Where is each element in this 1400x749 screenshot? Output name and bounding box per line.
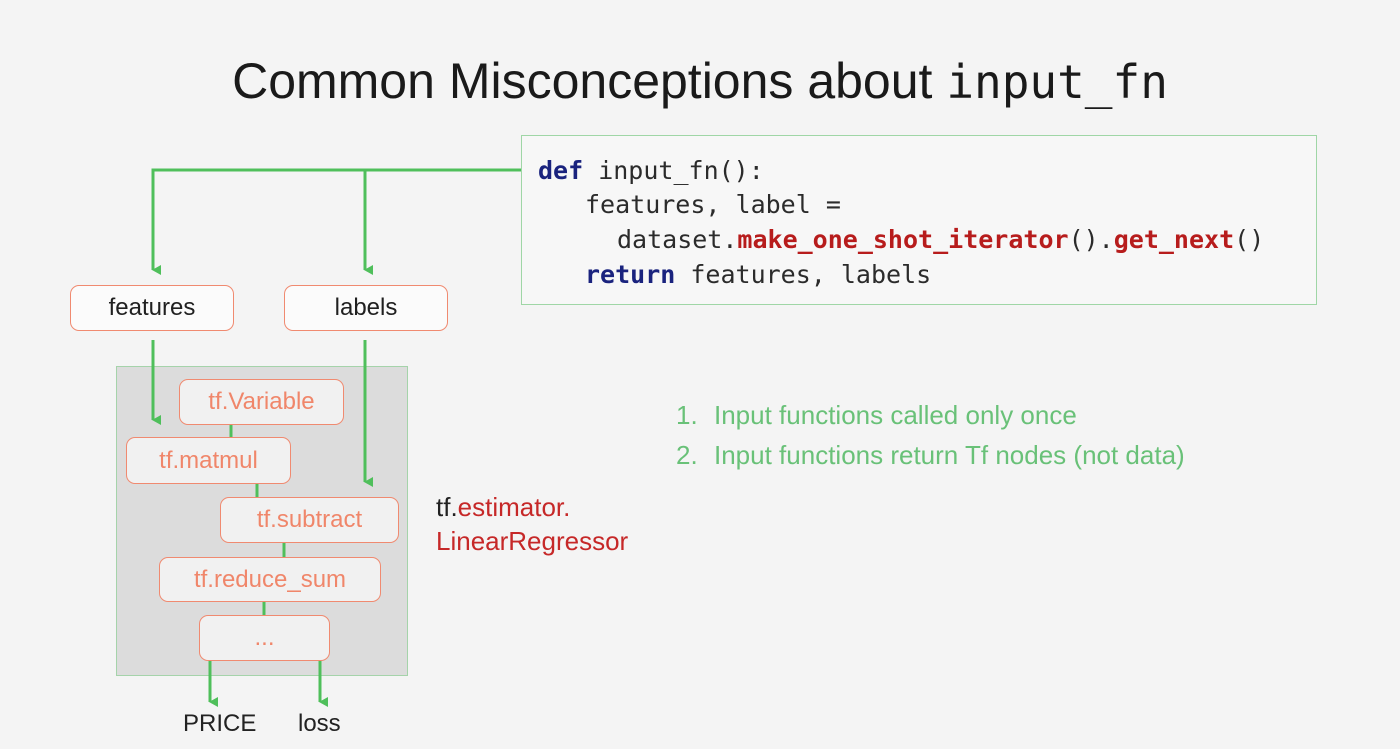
code-fn-iterator: make_one_shot_iterator	[737, 225, 1069, 254]
code-line-1: def input_fn():	[538, 156, 764, 185]
estimator-part1: estimator.	[457, 492, 571, 522]
price-output-label: PRICE	[183, 710, 257, 737]
title-code: input_fn	[946, 55, 1168, 109]
ellipsis-node: ...	[199, 615, 330, 661]
misconception-item-1: Input functions called only once	[714, 400, 1077, 430]
tf-matmul-node: tf.matmul	[126, 437, 291, 484]
slide-title: Common Misconceptions about input_fn	[0, 52, 1400, 110]
code-fn-get-next: get_next	[1113, 225, 1235, 254]
estimator-part2: LinearRegressor	[436, 526, 629, 556]
features-node: features	[70, 285, 234, 331]
code-to-inputs-connector	[151, 168, 521, 275]
tf-variable-node: tf.Variable	[179, 379, 344, 425]
misconception-item-2: Input functions return Tf nodes (not dat…	[714, 440, 1185, 470]
labels-node: labels	[284, 285, 448, 331]
estimator-prefix: tf.	[436, 492, 458, 522]
loss-output-label: loss	[298, 710, 341, 737]
code-dataset: dataset.	[617, 225, 738, 254]
code-line-3: dataset.make_one_shot_iterator().get_nex…	[617, 225, 1264, 254]
code-line-4: return features, labels	[585, 260, 931, 289]
code-keyword-def: def	[538, 156, 584, 185]
code-paren-dot: ().	[1068, 225, 1114, 254]
estimator-label: tf.estimator. LinearRegressor	[436, 490, 628, 558]
tf-subtract-node: tf.subtract	[220, 497, 399, 543]
code-return-rest: features, labels	[675, 260, 932, 289]
code-def-rest: input_fn():	[583, 156, 764, 185]
code-line-2: features, label =	[585, 190, 841, 219]
code-block: def input_fn(): features, label = datase…	[521, 135, 1317, 305]
misconception-number-1: 1.	[676, 400, 698, 430]
title-text: Common Misconceptions about	[232, 53, 947, 109]
code-paren-end: ()	[1234, 225, 1265, 254]
tf-reduce-sum-node: tf.reduce_sum	[159, 557, 381, 602]
code-keyword-return: return	[585, 260, 676, 289]
misconception-number-2: 2.	[676, 440, 698, 470]
